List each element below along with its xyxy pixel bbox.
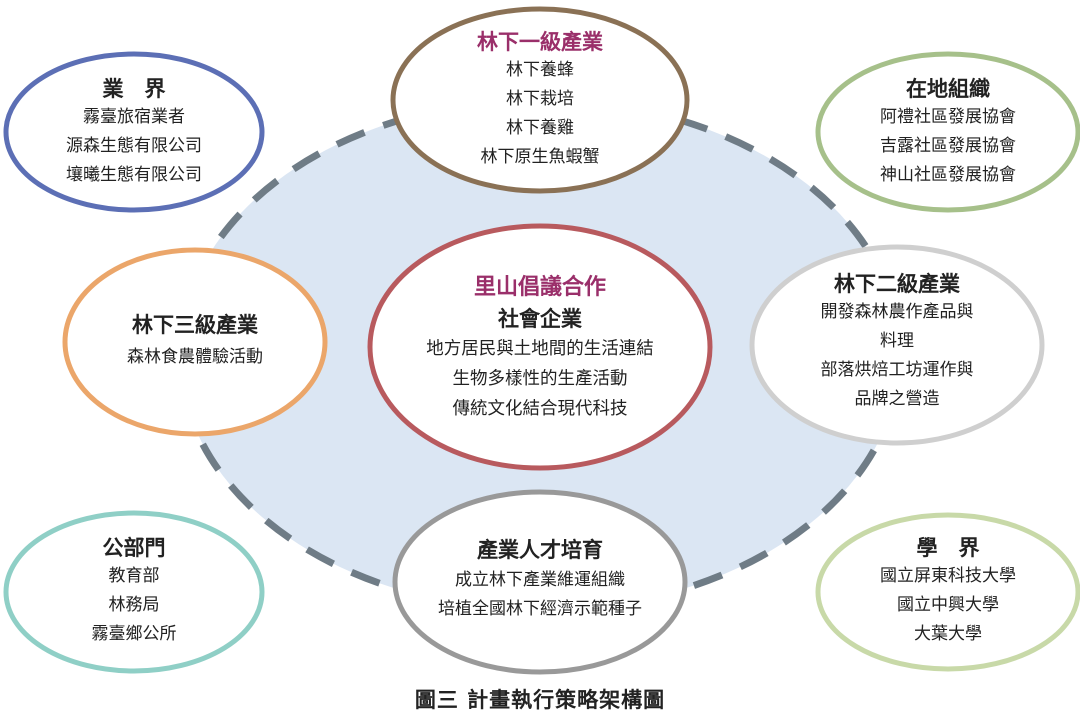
node-title: 學 界	[916, 535, 980, 560]
node-line: 林務局	[108, 594, 160, 615]
ellipse-academia	[815, 512, 1080, 672]
node-talent: 產業人才培育 成立林下產業維運組織 培植全國林下經濟示範種子	[400, 530, 680, 630]
node-title: 里山倡議合作	[473, 275, 606, 300]
ellipse-local-org	[815, 51, 1080, 213]
node-line: 培植全國林下經濟示範種子	[438, 599, 642, 619]
ellipse-secondary-industry	[749, 244, 1045, 446]
node-line: 神山社區發展協會	[880, 165, 1016, 185]
node-primary-industry: 林下一級產業 林下養蜂 林下栽培 林下養雞 林下原生魚蝦蟹	[410, 22, 670, 178]
node-line: 生物多樣性的生產活動	[452, 369, 628, 389]
node-line: 傳統文化結合現代科技	[452, 399, 628, 419]
node-public-sector: 公部門 教育部 林務局 霧臺鄉公所	[14, 525, 254, 657]
node-line: 林下原生魚蝦蟹	[480, 147, 600, 167]
node-line: 國立屏東科技大學	[880, 565, 1016, 586]
node-line: 林下栽培	[506, 89, 574, 109]
node-line: 壤曦生態有限公司	[66, 165, 202, 185]
node-tertiary-industry: 林下三級產業 森林食農體驗活動	[75, 295, 315, 387]
node-academia: 學 界 國立屏東科技大學 國立中興大學 大葉大學	[826, 525, 1070, 657]
ellipse-talent	[392, 489, 688, 675]
node-line: 地方居民與土地間的生活連結	[426, 339, 654, 359]
ellipse-primary-industry	[390, 6, 690, 194]
node-line: 林下養雞	[506, 118, 574, 138]
node-industry-sector: 業 界 霧臺旅宿業者 源森生態有限公司 壤曦生態有限公司	[14, 60, 254, 205]
node-line: 阿禮社區發展協會	[880, 107, 1016, 127]
node-title: 林下二級產業	[834, 272, 960, 296]
node-line: 霧臺旅宿業者	[83, 107, 185, 127]
node-line: 源森生態有限公司	[66, 136, 202, 156]
node-title: 林下一級產業	[477, 30, 603, 54]
node-line: 成立林下產業維運組織	[455, 570, 625, 590]
node-title: 在地組織	[906, 77, 990, 101]
node-line: 森林食農體驗活動	[127, 346, 263, 367]
figure-caption: 圖三 計畫執行策略架構圖	[414, 688, 666, 712]
node-line: 國立中興大學	[897, 594, 999, 615]
node-secondary-industry: 林下二級產業 開發森林農作產品與 料理 部落烘焙工坊運作與 品牌之營造	[772, 262, 1022, 422]
node-line: 林下養蜂	[506, 60, 574, 80]
node-title: 林下三級產業	[132, 312, 258, 337]
ellipse-center	[367, 223, 713, 471]
node-line: 料理	[880, 331, 914, 351]
ellipse-public-sector	[3, 510, 265, 674]
node-line: 部落烘焙工坊運作與	[820, 360, 974, 380]
node-title: 業 界	[102, 77, 166, 101]
node-line: 品牌之營造	[854, 389, 940, 409]
node-line: 大葉大學	[914, 623, 982, 644]
node-title: 公部門	[102, 535, 166, 560]
node-line: 開發森林農作產品與	[820, 302, 974, 322]
ellipse-industry-sector	[3, 51, 265, 213]
node-line: 教育部	[108, 565, 160, 586]
node-center: 里山倡議合作 社會企業 地方居民與土地間的生活連結 生物多樣性的生產活動 傳統文…	[390, 258, 690, 438]
node-line: 吉露社區發展協會	[880, 136, 1016, 156]
node-title: 產業人才培育	[477, 538, 603, 562]
node-subtitle: 社會企業	[498, 307, 582, 331]
ellipse-tertiary-industry	[62, 247, 328, 437]
node-local-org: 在地組織 阿禮社區發展協會 吉露社區發展協會 神山社區發展協會	[826, 60, 1070, 205]
node-line: 霧臺鄉公所	[91, 623, 177, 644]
